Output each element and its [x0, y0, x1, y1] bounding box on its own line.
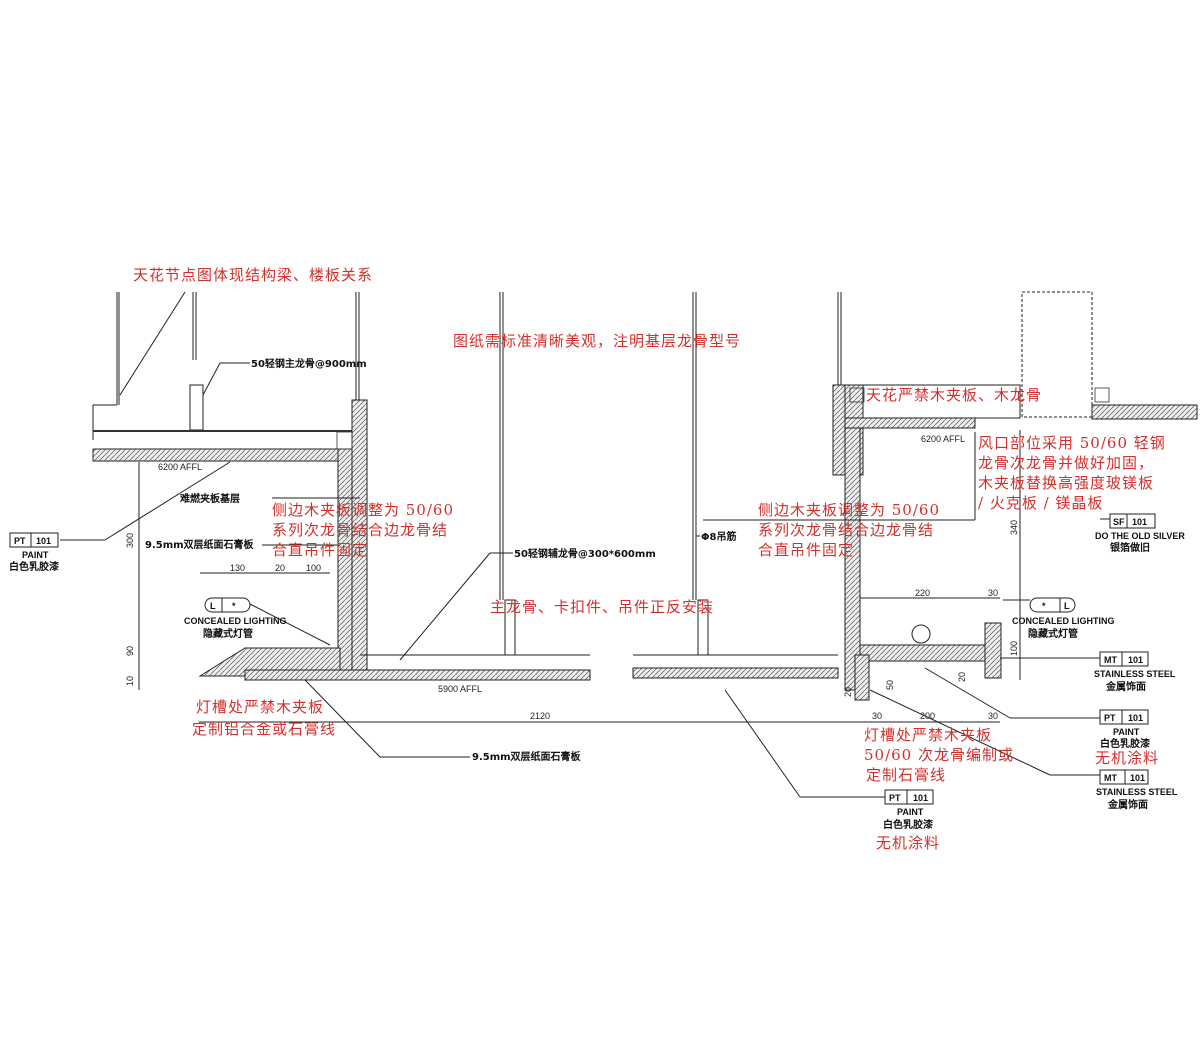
svg-text:101: 101: [1128, 713, 1143, 723]
svg-text:STAINLESS STEEL: STAINLESS STEEL: [1096, 787, 1178, 797]
svg-text:L: L: [1064, 601, 1070, 611]
svg-text:金属饰面: 金属饰面: [1107, 798, 1148, 811]
note-main-keel: 主龙骨、卡扣件、吊件正反安装: [490, 598, 714, 616]
note-inorganic-2: 无机涂料: [876, 834, 940, 852]
svg-text:DO THE OLD SILVER: DO THE OLD SILVER: [1095, 531, 1185, 541]
label-gypsum-1: 9.5mm双层纸面石膏板: [145, 538, 255, 551]
note-side-right-1: 侧边木夹板调整为 50/60: [758, 501, 940, 519]
svg-text:PAINT: PAINT: [1113, 727, 1140, 737]
svg-text:白色乳胶漆: 白色乳胶漆: [9, 560, 59, 573]
note-vent-1: 风口部位采用 50/60 轻钢: [978, 434, 1166, 452]
leader-lines: [60, 362, 1110, 798]
dim-10: 10: [125, 676, 135, 686]
dim-20: 20: [275, 563, 285, 573]
svg-text:PT: PT: [14, 536, 26, 546]
dim-340: 340: [1009, 520, 1019, 535]
note-side-left-1: 侧边木夹板调整为 50/60: [272, 501, 454, 519]
svg-text:隐藏式灯管: 隐藏式灯管: [1028, 627, 1078, 640]
dim-100b: 100: [1009, 641, 1019, 656]
dim-20b: 20: [957, 672, 967, 682]
dim-20c: 20: [843, 687, 853, 697]
left-section: [92, 291, 591, 723]
label-aux-keel: 50轻钢辅龙骨@300*600mm: [514, 547, 656, 560]
svg-text:*: *: [232, 601, 236, 611]
note-side-right-3: 合直吊件固定: [758, 541, 854, 559]
svg-text:101: 101: [36, 536, 51, 546]
svg-text:PT: PT: [889, 793, 901, 803]
svg-text:L: L: [210, 601, 216, 611]
svg-text:银箔做旧: 银箔做旧: [1110, 541, 1150, 554]
label-fire-board: 难燃夹板基层: [179, 492, 240, 505]
dim-30a: 30: [988, 588, 998, 598]
note-standard: 图纸需标准清晰美观，注明基层龙骨型号: [453, 332, 741, 350]
dim-100: 100: [306, 563, 321, 573]
dim-130: 130: [230, 563, 245, 573]
dim-50: 50: [885, 680, 895, 690]
dim-30c: 30: [988, 711, 998, 721]
note-vent-4: / 火克板 / 镁晶板: [978, 494, 1103, 512]
label-hanger: Φ8吊筋: [701, 530, 736, 543]
svg-text:101: 101: [913, 793, 928, 803]
label-level-1: 6200 AFFL: [158, 462, 202, 472]
note-vent-3: 木夹板替换高强度玻镁板: [978, 474, 1154, 492]
dim-220: 220: [915, 588, 930, 598]
note-structure: 天花节点图体现结构梁、楼板关系: [133, 266, 373, 284]
label-level-3: 6200 AFFL: [921, 434, 965, 444]
note-trough-right-2: 50/60 次龙骨编制或: [864, 746, 1014, 764]
note-side-left-3: 合直吊件固定: [272, 541, 368, 559]
label-level-2: 5900 AFFL: [438, 684, 482, 694]
svg-text:SF: SF: [1113, 517, 1125, 527]
right-section: [590, 291, 1198, 723]
svg-text:白色乳胶漆: 白色乳胶漆: [883, 818, 933, 831]
svg-text:白色乳胶漆: 白色乳胶漆: [1100, 737, 1150, 750]
svg-text:金属饰面: 金属饰面: [1105, 680, 1146, 693]
label-main-keel-spec: 50轻钢主龙骨@900mm: [251, 357, 367, 370]
note-side-right-2: 系列次龙骨结合边龙骨结: [758, 521, 934, 539]
svg-text:101: 101: [1132, 517, 1147, 527]
note-ceiling-no-wood: 天花严禁木夹板、木龙骨: [866, 386, 1042, 404]
note-side-left-2: 系列次龙骨结合边龙骨结: [272, 521, 448, 539]
svg-text:MT: MT: [1104, 773, 1117, 783]
label-gypsum-2: 9.5mm双层纸面石膏板: [472, 750, 582, 763]
svg-text:CONCEALED LIGHTING: CONCEALED LIGHTING: [1012, 616, 1115, 626]
svg-text:101: 101: [1130, 773, 1145, 783]
svg-text:隐藏式灯管: 隐藏式灯管: [203, 627, 253, 640]
note-inorganic-1: 无机涂料: [1095, 749, 1159, 767]
svg-text:101: 101: [1128, 655, 1143, 665]
svg-text:PT: PT: [1104, 713, 1116, 723]
dim-300: 300: [125, 533, 135, 548]
note-trough-right-3: 定制石膏线: [866, 766, 946, 784]
note-trough-left-1: 灯槽处严禁木夹板: [196, 698, 324, 716]
svg-text:PAINT: PAINT: [897, 807, 924, 817]
svg-text:PAINT: PAINT: [22, 550, 49, 560]
dim-30b: 30: [872, 711, 882, 721]
svg-text:STAINLESS STEEL: STAINLESS STEEL: [1094, 669, 1176, 679]
svg-text:CONCEALED LIGHTING: CONCEALED LIGHTING: [184, 616, 287, 626]
note-trough-left-2: 定制铝合金或石膏线: [192, 720, 336, 738]
note-trough-right-1: 灯槽处严禁木夹板: [864, 726, 992, 744]
dim-200: 200: [920, 711, 935, 721]
dim-90: 90: [125, 646, 135, 656]
svg-text:MT: MT: [1104, 655, 1117, 665]
note-vent-2: 龙骨次龙骨并做好加固，: [978, 454, 1154, 472]
svg-text:*: *: [1042, 601, 1046, 611]
dim-2120: 2120: [530, 711, 550, 721]
